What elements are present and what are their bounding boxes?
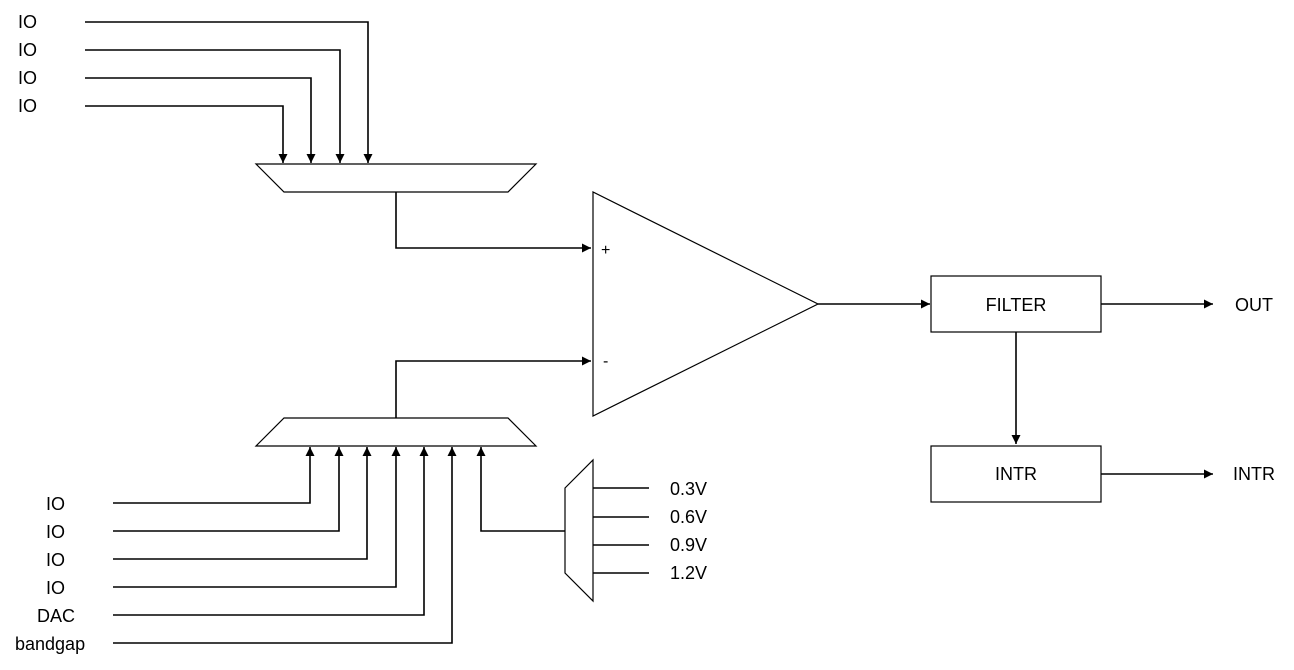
top-mux-shape <box>254 163 538 193</box>
comparator-plus-label: + <box>601 242 610 259</box>
out-label: OUT <box>1235 295 1273 315</box>
bottom-mux-input-label: bandgap <box>15 634 85 654</box>
intr-output-label: INTR <box>1233 464 1275 484</box>
comparator-triangle <box>592 191 820 417</box>
filter-box <box>930 275 1102 333</box>
ref-voltage-label: 1.2V <box>670 563 707 583</box>
bottom-mux-input-label: IO <box>46 522 65 542</box>
top-mux-input-label: IO <box>18 68 37 88</box>
bottom-mux-input-label: IO <box>46 494 65 514</box>
ref-voltage-label: 0.9V <box>670 535 707 555</box>
bottom-mux-output-wire <box>395 356 591 418</box>
bottom-mux-shape <box>254 417 538 447</box>
bottom-mux-input-label: IO <box>46 550 65 570</box>
ref-mux-group: 0.3V 0.6V 0.9V 1.2V <box>564 458 707 603</box>
intr-label: INTR <box>995 464 1037 484</box>
bottom-mux-group: IO IO IO IO DAC bandgap <box>15 356 591 654</box>
filter-block: FILTER OUT <box>930 275 1273 444</box>
bottom-mux-input-wire <box>113 447 344 532</box>
top-mux-input-label: IO <box>18 96 37 116</box>
intr-box <box>930 445 1102 503</box>
top-mux-group: IO IO IO IO <box>18 12 591 253</box>
ref-mux-output-wire <box>476 447 565 532</box>
comparator: + - <box>592 191 930 417</box>
bottom-mux-input-label: DAC <box>37 606 75 626</box>
ref-voltage-label: 0.6V <box>670 507 707 527</box>
bottom-mux-input-wire <box>113 447 315 504</box>
bottom-mux-input-wire <box>113 447 429 616</box>
bottom-mux-input-wire <box>113 447 401 588</box>
top-mux-input-wire <box>85 77 316 163</box>
bottom-mux-input-wire <box>113 447 372 560</box>
top-mux-output-wire <box>395 192 591 253</box>
top-mux-input-wire <box>85 49 345 163</box>
top-mux-input-label: IO <box>18 12 37 32</box>
top-mux-input-wire <box>85 21 373 163</box>
top-mux-input-wire <box>85 105 288 163</box>
bottom-mux-input-wire <box>113 447 457 644</box>
ref-voltage-label: 0.3V <box>670 479 707 499</box>
top-mux-input-label: IO <box>18 40 37 60</box>
comparator-minus-label: - <box>603 353 608 370</box>
ref-mux-shape <box>564 458 594 603</box>
filter-label: FILTER <box>986 295 1047 315</box>
bottom-mux-input-label: IO <box>46 578 65 598</box>
intr-block: INTR INTR <box>930 445 1275 503</box>
